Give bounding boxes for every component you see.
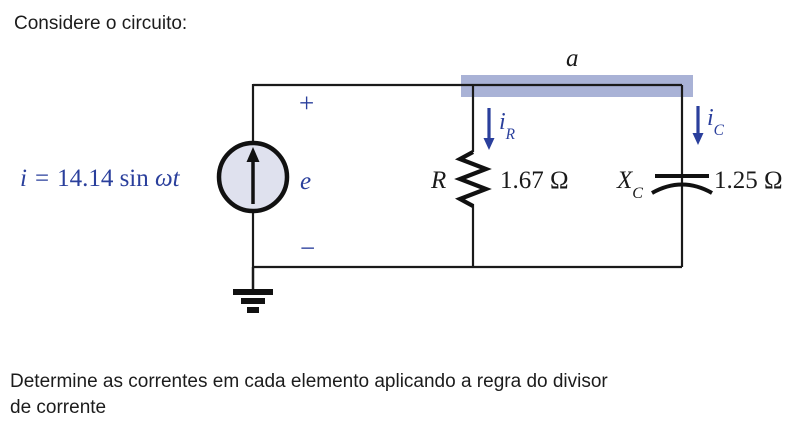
node-a-label: a <box>566 45 579 72</box>
capacitor-symbol-base: X <box>617 167 633 194</box>
ir-arrow-head <box>483 138 495 150</box>
resistor-zigzag-icon <box>454 150 492 208</box>
ic-arrow-head <box>692 133 704 145</box>
source-arrow-head <box>246 147 260 162</box>
intro-text: Considere o circuito: <box>14 13 188 34</box>
ir-current-label: iR <box>499 109 515 142</box>
minus-sign: − <box>300 233 316 263</box>
source-expression-value: 14.14 sin <box>57 165 149 192</box>
capacitor-value: 1.25 Ω <box>714 167 783 194</box>
ir-current-sub: R <box>505 125 516 143</box>
capacitor-plate-curved <box>651 182 713 195</box>
resistor-value: 1.67 Ω <box>500 167 569 194</box>
source-expression-omega-t: ωt <box>155 165 180 192</box>
resistor-symbol: R <box>431 167 447 194</box>
source-expression: i = 14.14 sin ωt <box>20 165 180 193</box>
source-expression-equals: = <box>34 165 50 192</box>
emf-label: e <box>300 168 312 195</box>
source-expression-var: i <box>20 165 27 192</box>
question-line-1: Determine as correntes em cada elemento … <box>10 371 608 392</box>
ic-current-sub: C <box>713 121 724 139</box>
ic-current-label: iC <box>707 105 724 138</box>
ic-current-base: i <box>707 105 714 131</box>
capacitor-symbol: XC <box>617 167 643 202</box>
question-text: Determine as correntes em cada elemento … <box>10 369 608 421</box>
question-line-2: de corrente <box>10 397 107 418</box>
plus-sign: + <box>299 88 315 118</box>
capacitor-symbol-sub: C <box>632 185 643 202</box>
ir-current-base: i <box>499 109 506 135</box>
